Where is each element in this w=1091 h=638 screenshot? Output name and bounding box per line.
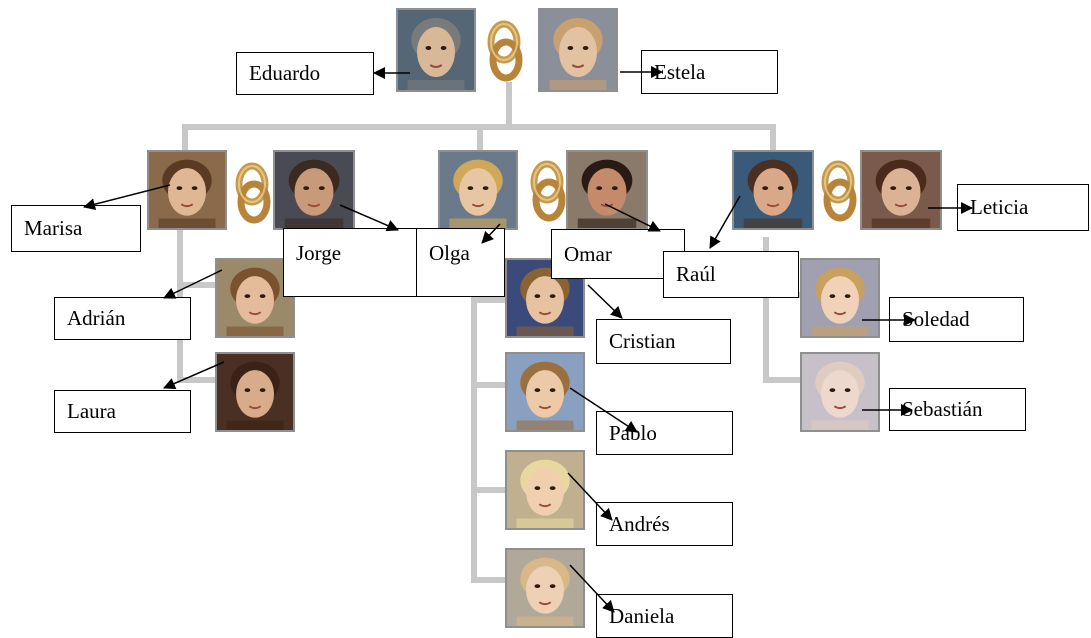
photo-olga [438, 150, 518, 230]
photo-daniela [505, 548, 585, 628]
photo-adrian [215, 258, 295, 338]
photo-pablo [505, 352, 585, 432]
wedding-rings-icon [484, 20, 526, 82]
label-jorge: Jorge [283, 228, 417, 297]
photo-estela [538, 8, 618, 92]
label-daniela: Daniela [596, 594, 733, 638]
photo-raul [732, 150, 814, 230]
label-raul: Raúl [663, 251, 799, 298]
photo-leticia [860, 150, 942, 230]
wedding-rings-icon [232, 162, 274, 224]
label-andres: Andrés [596, 502, 733, 546]
label-soledad: Soledad [889, 297, 1024, 342]
photo-soledad [800, 258, 880, 338]
label-olga: Olga [416, 228, 505, 297]
wedding-rings-icon [527, 160, 569, 222]
label-estela: Estela [641, 50, 778, 94]
photo-laura [215, 352, 295, 432]
label-marisa: Marisa [11, 205, 141, 252]
photo-eduardo [396, 8, 476, 92]
photo-jorge [273, 150, 355, 230]
label-leticia: Leticia [957, 184, 1089, 231]
photo-omar [566, 150, 648, 230]
label-omar: Omar [551, 229, 685, 279]
photo-sebastian [800, 352, 880, 432]
label-adrian: Adrián [54, 297, 191, 340]
label-laura: Laura [54, 390, 191, 433]
label-sebastian: Sebastián [889, 388, 1026, 431]
label-cristian: Cristian [596, 319, 731, 364]
photo-marisa [147, 150, 227, 230]
photo-andres [505, 450, 585, 530]
label-eduardo: Eduardo [236, 52, 374, 95]
label-pablo: Pablo [596, 411, 733, 455]
wedding-rings-icon [818, 160, 860, 222]
